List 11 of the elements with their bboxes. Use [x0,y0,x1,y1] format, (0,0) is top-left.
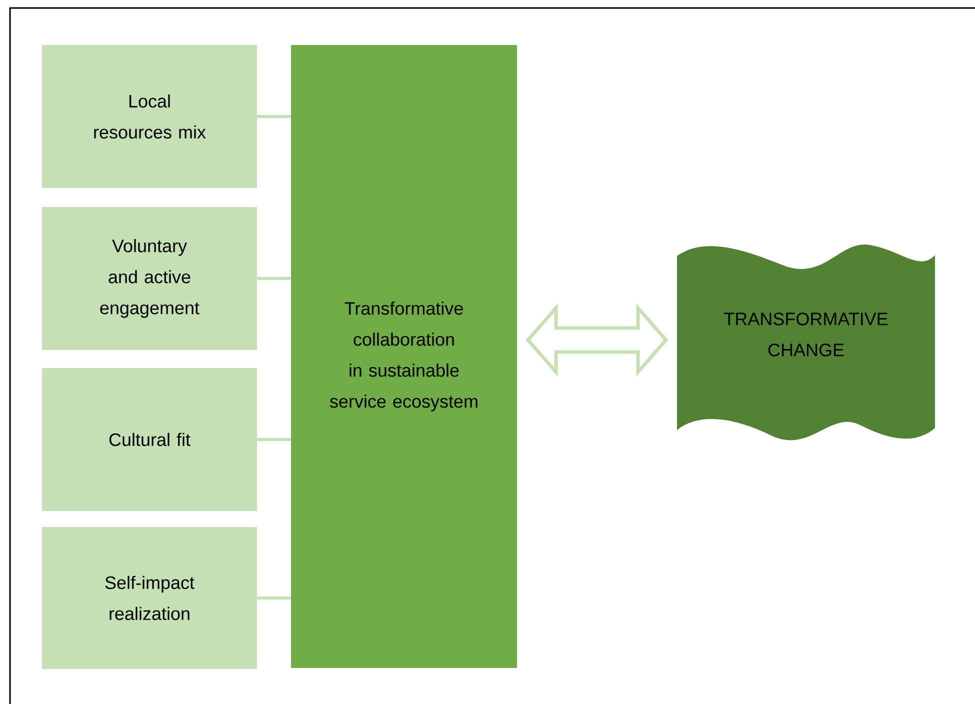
connector-line [257,596,291,600]
concept-box: Self-impact realization [42,526,257,669]
connector-line [257,115,291,118]
concept-box: Local resources mix [42,45,257,188]
concept-box: Voluntary and active engagement [42,206,257,350]
concept-box: Cultural fit [42,368,257,511]
wave-banner: TRANSFORMATIVE CHANGE [677,244,935,440]
concept-box: Transformative collaboration in sustainable service ecosystem [291,45,517,668]
double-arrow [526,303,668,377]
connector-line [257,276,291,280]
connector-line [257,438,291,441]
